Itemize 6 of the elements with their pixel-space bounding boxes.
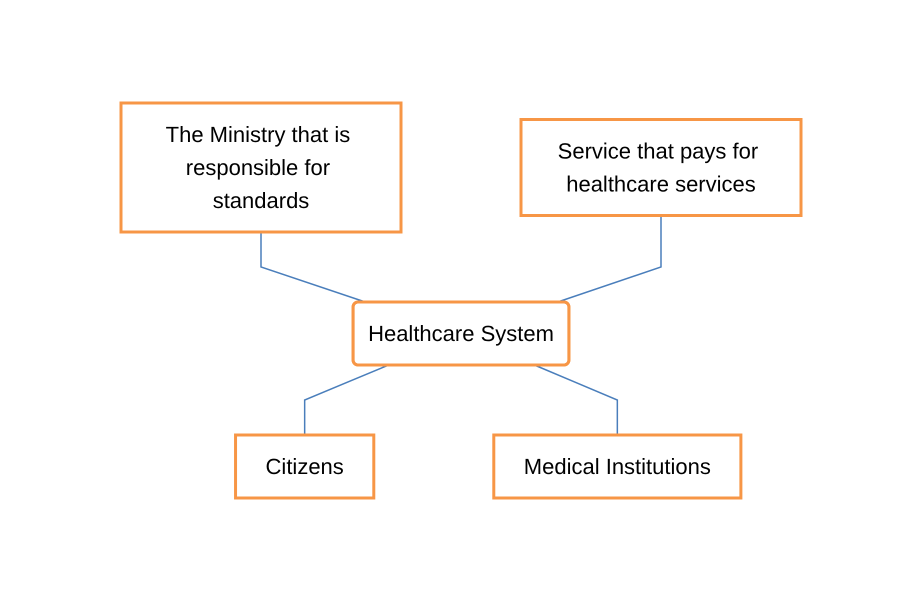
- node-box: Medical Institutions: [492, 434, 742, 500]
- node-box: Citizens: [234, 434, 376, 500]
- connector: [535, 364, 618, 435]
- node-box: The Ministry that is responsible for standards: [120, 102, 402, 234]
- node-box: Service that pays for healthcare services: [520, 118, 802, 217]
- connector: [304, 364, 388, 435]
